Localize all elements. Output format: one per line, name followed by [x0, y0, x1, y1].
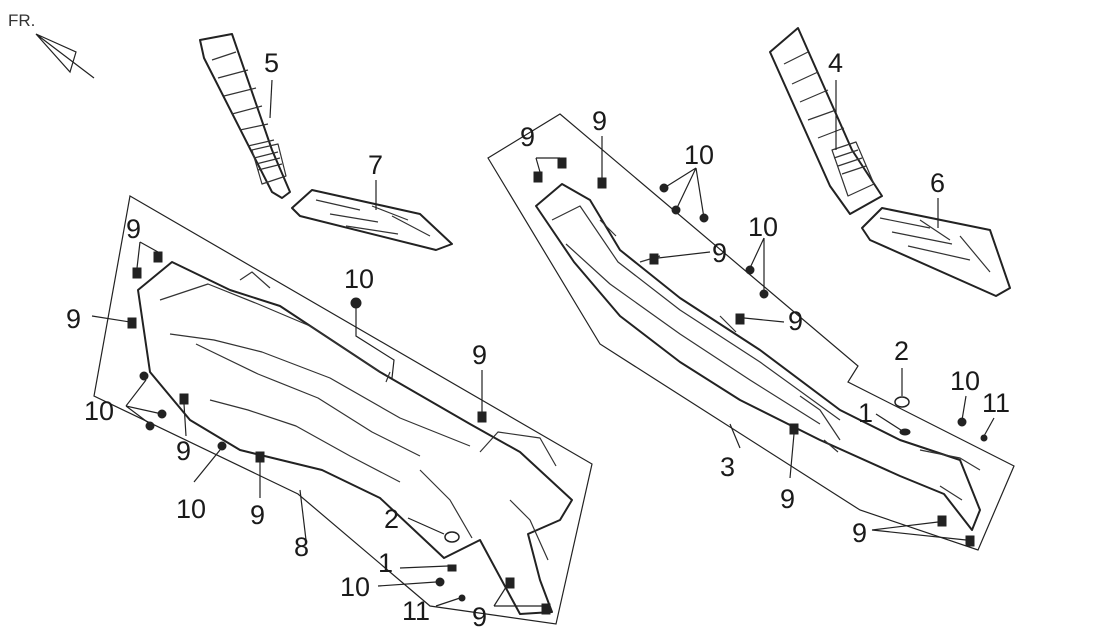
screw [435, 577, 445, 587]
clip-nut [789, 423, 799, 435]
callout-10-left: 10 [84, 396, 114, 426]
callout-9-left-top: 9 [126, 214, 141, 244]
callout-9-left-mid: 9 [176, 436, 191, 466]
clip-nut [533, 171, 543, 183]
screw [139, 371, 149, 381]
rubber-grommet [894, 396, 910, 408]
clip-nut [649, 253, 659, 265]
callout-9-left-bottom: 9 [472, 602, 487, 632]
callout-8: 8 [294, 532, 309, 562]
clip-nut [132, 267, 142, 279]
clip-nut [179, 393, 189, 405]
callout-10-left-low: 10 [176, 494, 206, 524]
callout-11-right: 11 [982, 388, 1010, 418]
callout-6: 6 [930, 168, 945, 198]
clip-nut [153, 251, 163, 263]
callout-11-left: 11 [402, 596, 430, 626]
clip-nut [597, 177, 607, 189]
floor-mat-6 [861, 207, 1011, 297]
clip-nut [505, 577, 515, 589]
leader-lines [91, 79, 995, 607]
clip-nut [541, 603, 551, 615]
callout-9-left-right: 9 [472, 340, 487, 370]
callout-10-right-mid: 10 [748, 212, 778, 242]
clip-nut [557, 157, 567, 169]
callout-labels: 5 7 4 6 9 9 10 9 10 9 10 9 8 2 1 10 11 9… [66, 48, 1010, 632]
front-arrow-icon [35, 33, 95, 79]
callout-9-right-mid: 9 [712, 238, 727, 268]
callout-5: 5 [264, 48, 279, 78]
floor-mat-5 [199, 33, 291, 199]
callout-9-right-top2: 9 [592, 106, 607, 136]
callout-4: 4 [828, 48, 843, 78]
front-direction-marker: FR. [8, 11, 95, 79]
floor-mat-7 [291, 189, 453, 251]
callout-9-right-top: 9 [520, 122, 535, 152]
clip-nut [255, 451, 265, 463]
screw [145, 421, 155, 431]
callout-7: 7 [368, 150, 383, 180]
callout-10-right-top: 10 [684, 140, 714, 170]
callout-1-right: 1 [858, 398, 873, 428]
callout-10-left-bottom: 10 [340, 572, 370, 602]
callout-9-right-mid2: 9 [788, 306, 803, 336]
clip-nut [127, 317, 137, 329]
callout-10-right: 10 [950, 366, 980, 396]
collar [447, 564, 457, 572]
clip-nut [937, 515, 947, 527]
callout-9-right-bottom: 9 [852, 518, 867, 548]
screw [745, 265, 755, 275]
callout-3: 3 [720, 452, 735, 482]
floor-mat-4 [769, 27, 883, 215]
clip-nut [965, 535, 975, 547]
callout-10-left-top: 10 [344, 264, 374, 294]
screw [217, 441, 227, 451]
floor-panel-8 [93, 195, 593, 625]
callout-9-left-low: 9 [250, 500, 265, 530]
clip-nut [735, 313, 745, 325]
floor-panel-3 [487, 113, 1015, 551]
callout-9-right-low: 9 [780, 484, 795, 514]
callout-9-left-side: 9 [66, 304, 81, 334]
callout-2-right: 2 [894, 336, 909, 366]
callout-2-left: 2 [384, 504, 399, 534]
callout-1-left: 1 [378, 548, 393, 578]
clip-nut [477, 411, 487, 423]
front-label: FR. [8, 11, 35, 30]
rubber-grommet [444, 531, 460, 543]
